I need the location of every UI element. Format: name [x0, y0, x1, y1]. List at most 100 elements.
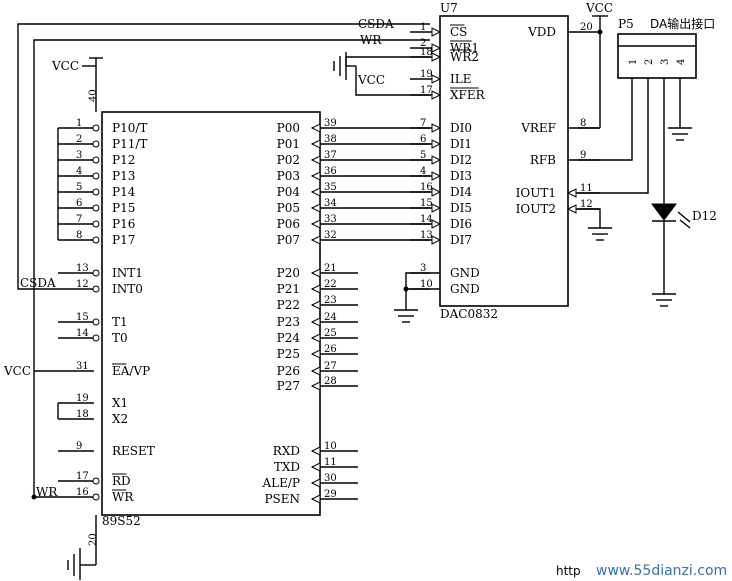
pin-number: 22 [324, 279, 337, 290]
pin-bubble [92, 172, 100, 180]
pin-bubble [92, 318, 100, 326]
pin-number: 39 [324, 118, 337, 129]
pin-bubble [92, 124, 100, 132]
pin-name: P17 [112, 233, 135, 247]
pin-name: P11/T [112, 137, 147, 151]
pin-name: DI7 [450, 233, 472, 247]
pin-number: 7 [76, 214, 82, 225]
pin-number: 31 [76, 361, 89, 372]
pin-bubble [92, 236, 100, 244]
pin-arrow-icon [431, 139, 442, 149]
pin-arrow-icon [431, 43, 442, 53]
pin-number: 5 [420, 150, 426, 161]
pin-number: 33 [324, 214, 337, 225]
pin-arrow-icon [431, 74, 442, 84]
pin-arrow-icon [310, 446, 321, 456]
xfer-wire [355, 66, 430, 96]
pin-number: 15 [420, 198, 433, 209]
pin-number: 12 [580, 199, 593, 210]
connector-pin-number: 4 [676, 59, 687, 65]
pin-name: DI5 [450, 201, 472, 215]
pin-name: DI1 [450, 137, 472, 151]
pin-number: 2 [76, 134, 82, 145]
pin-arrow-icon [310, 494, 321, 504]
pin-name: P12 [112, 153, 135, 167]
pin-name: P00 [277, 121, 300, 135]
pin-name: IOUT1 [516, 186, 556, 200]
connector-ref: P5 [618, 17, 634, 31]
connector-pin-number: 2 [644, 59, 655, 65]
pin-arrow-icon [431, 219, 442, 229]
pin-number: 7 [420, 118, 426, 129]
mcu-body [101, 111, 321, 516]
pin-arrow-icon [310, 478, 321, 488]
pin-number: 35 [324, 182, 337, 193]
led-arrow-2 [679, 219, 691, 229]
pin-name: P02 [277, 153, 300, 167]
vdd-junction [597, 29, 603, 35]
pin-name: P07 [277, 233, 300, 247]
connector-title: DA输出接口 [650, 16, 715, 31]
mcu-ea-vcc-label: VCC [3, 364, 31, 378]
pin-arrow-icon [431, 171, 442, 181]
pin-number: 29 [324, 489, 337, 500]
mcu-left-pin: 2 P11/T [58, 134, 147, 151]
pin-bubble [92, 140, 100, 148]
dac-gnd-junction [403, 286, 409, 292]
watermark-site: www.55dianzi.com [596, 563, 727, 579]
pin-arrow-icon [310, 333, 321, 343]
pin-arrow-icon [431, 52, 442, 62]
pin-name: P22 [277, 298, 300, 312]
pin-name: PSEN [264, 492, 300, 506]
pin-name: WR2 [450, 50, 479, 64]
pin-number: 21 [324, 263, 337, 274]
pin-bubble [92, 220, 100, 228]
pin-number: 12 [76, 279, 89, 290]
pin-arrow-icon [310, 203, 321, 213]
pin-number: 30 [324, 473, 337, 484]
pin-number: 3 [76, 150, 82, 161]
dac-csda-label: CSDA [358, 17, 394, 31]
pin-name: GND [450, 266, 480, 280]
pin-bubble [92, 204, 100, 212]
dac-ile-vcc-label: VCC [357, 73, 385, 87]
dac-part-label: DAC0832 [440, 307, 498, 321]
pin-number: 27 [324, 361, 337, 372]
pin-number: 26 [324, 344, 337, 355]
pin-name: GND [450, 282, 480, 296]
pin-number: 10 [420, 279, 433, 290]
wr-junction [31, 494, 37, 500]
pin-name: P14 [112, 185, 136, 199]
pin-name: RD [112, 474, 131, 488]
pin-bubble [92, 285, 100, 293]
pin-name: INT0 [112, 282, 143, 296]
pin-arrow-icon [310, 171, 321, 181]
pin-name: TXD [274, 460, 300, 474]
pin-arrow-icon [431, 90, 442, 100]
mcu-csda-label: CSDA [20, 276, 56, 290]
mcu-right-pin: 29 PSEN [264, 489, 358, 506]
pin-arrow-icon [310, 155, 321, 165]
pin-arrow-icon [310, 235, 321, 245]
pin-name: T1 [112, 315, 128, 329]
